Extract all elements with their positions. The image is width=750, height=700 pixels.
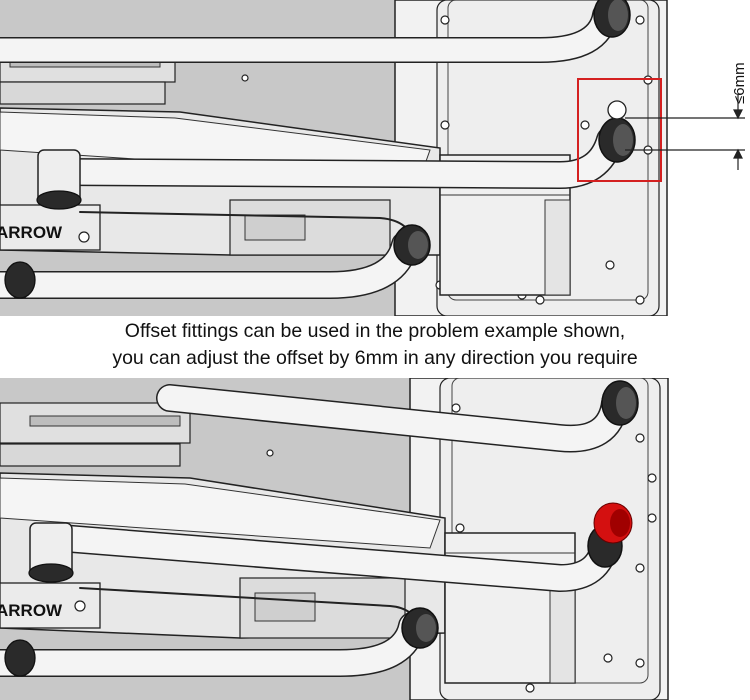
pcie-slot-2 [0,443,181,467]
solution-illustration-svg: ARROW [0,378,669,700]
brand-label: ARROW [0,223,63,242]
fittings [4,380,639,677]
fittings [4,0,636,299]
plate-screws [241,15,653,305]
gpu-terminal-port [244,214,306,241]
pcie-slot-1-connector [29,415,181,427]
pcie-slot-2 [0,81,166,105]
problem-illustration: ARROW [0,0,750,316]
gpu-waterblock-top [0,477,441,549]
brand-plate-screw [78,231,90,243]
target-port [607,100,627,120]
brand-label: ARROW [0,601,63,620]
caption-line-2: you can adjust the offset by 6mm in any … [112,347,638,369]
offset-dimension-label: ≤6mm [731,62,748,104]
dimension-indicator [625,95,745,170]
caption-line-1: Offset fittings can be used in the probl… [124,320,626,342]
problem-highlight-box [577,78,662,182]
problem-illustration-svg: ARROW [0,0,748,316]
solution-illustration: ARROW [0,378,750,700]
caption: Offset fittings can be used in the probl… [0,318,750,376]
